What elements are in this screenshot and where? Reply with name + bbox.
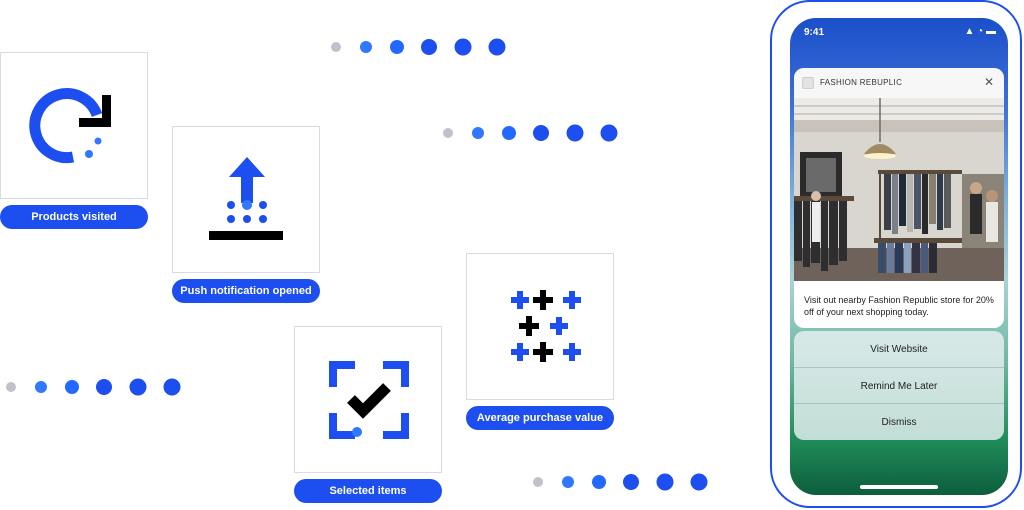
notification-message: Visit out nearby Fashion Republic store … [804,295,994,317]
dot-trail-left [6,378,181,396]
close-icon[interactable]: ✕ [983,75,994,89]
push-notification[interactable]: FASHION REBUPLIC ✕ [794,68,1004,328]
refresh-icon [29,88,111,164]
dot-trail-top [331,38,506,56]
notification-header: FASHION REBUPLIC ✕ [794,68,1004,98]
average-purchase-card [466,253,614,400]
dot-trail-bottom [533,473,708,491]
products-visited-card [0,52,148,199]
home-indicator[interactable] [860,485,938,489]
phone-mockup: 9:41 ▲ ◔ ▬ FASHION REBUPLIC ✕ [770,0,1022,508]
remind-me-later-button[interactable]: Remind Me Later [794,367,1004,404]
notification-app-name: FASHION REBUPLIC [820,78,903,87]
push-notification-label: Push notification opened [172,279,320,303]
app-icon [802,77,814,89]
selected-items-label: Selected items [294,479,442,503]
push-notification-card [172,126,320,273]
status-time: 9:41 [804,27,825,38]
checkmark-frame-icon [329,361,409,439]
visit-website-button[interactable]: Visit Website [870,343,928,355]
plus-grid-icon [511,290,581,362]
notification-actions: Visit Website Remind Me Later Dismiss [794,331,1004,440]
store-photo [794,98,1004,281]
status-bar: 9:41 ▲ ◔ ▬ [790,18,1008,46]
dismiss-button[interactable]: Dismiss [794,403,1004,440]
phone-screen: 9:41 ▲ ◔ ▬ FASHION REBUPLIC ✕ [790,18,1008,495]
dot-trail-middle [443,124,618,142]
upload-arrow-icon [209,157,283,240]
status-icons: ▲ ◔ ▬ [964,26,997,37]
average-purchase-label: Average purchase value [466,406,614,430]
selected-items-card [294,326,442,473]
products-visited-label: Products visited [0,205,148,229]
